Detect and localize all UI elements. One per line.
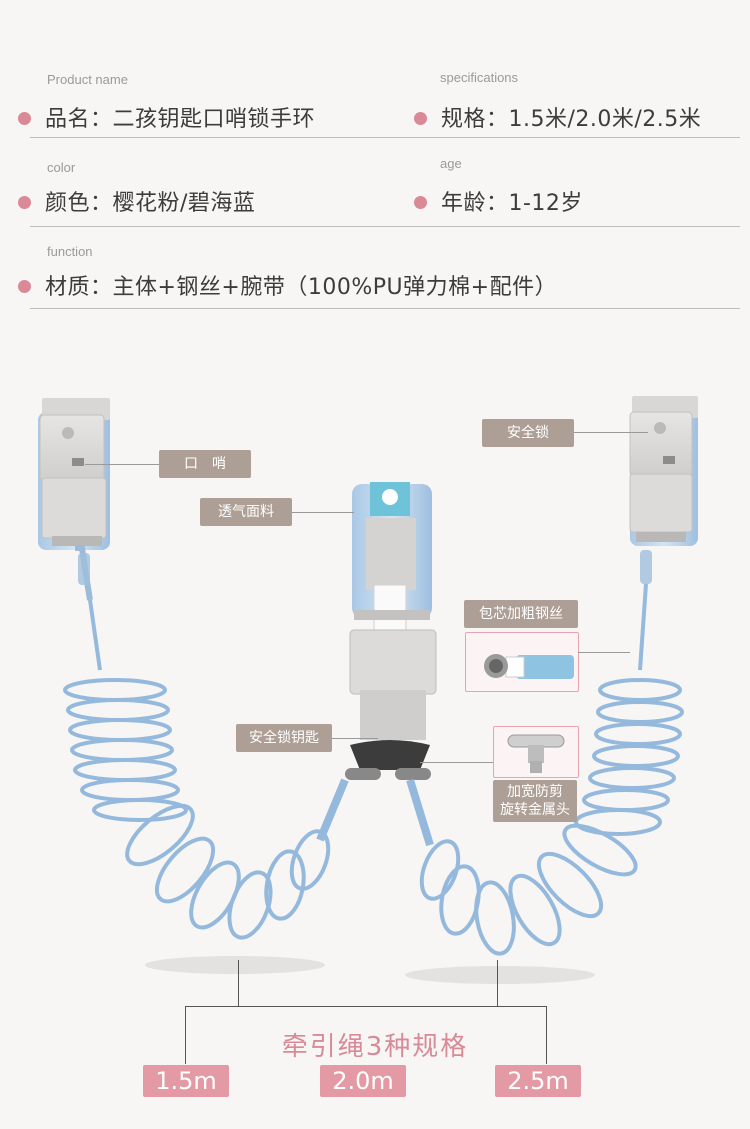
bullet-dot-icon: [414, 111, 427, 125]
callout-whistle: 口 哨: [159, 450, 251, 478]
callout-safety-lock: 安全锁: [482, 419, 574, 447]
divider: [30, 137, 740, 138]
size-tag-2-5m: 2.5m: [495, 1065, 581, 1097]
spec-color: 颜色：樱花粉/碧海蓝: [18, 185, 255, 217]
spec-function-sub: function: [47, 244, 93, 259]
left-wristband: [38, 398, 110, 601]
right-coil: [406, 583, 684, 956]
steel-wire-inset: [465, 632, 579, 692]
bullet-dot-icon: [18, 279, 31, 293]
steel-wire-icon: [484, 654, 574, 679]
spec-age: 年龄：1-12岁: [414, 185, 583, 217]
callout-metal-head-line2: 旋转金属头: [500, 802, 570, 818]
callout-breathable: 透气面料: [200, 498, 292, 526]
callout-metal-head-line1: 加宽防剪: [507, 784, 563, 800]
spec-product-name-sub: Product name: [47, 72, 128, 87]
divider: [30, 226, 740, 227]
spec-color-value: 颜色：樱花粉/碧海蓝: [45, 191, 256, 216]
leader-line: [578, 652, 630, 653]
leader-line: [292, 512, 354, 513]
spec-specifications: 规格：1.5米/2.0米/2.5米: [414, 101, 701, 133]
center-wristband: [345, 482, 437, 780]
size-tag-2-0m: 2.0m: [320, 1065, 406, 1097]
spec-function: 材质：主体+钢丝+腕带（100%PU弹力棉+配件）: [18, 269, 557, 301]
spec-color-sub: color: [47, 160, 76, 175]
right-wristband: [629, 396, 698, 584]
callout-metal-head: 加宽防剪 旋转金属头: [493, 780, 577, 822]
bracket-line: [185, 1006, 547, 1007]
bracket-line: [185, 1006, 186, 1064]
leader-line: [420, 762, 493, 763]
spec-product-name: 品名：二孩钥匙口哨锁手环: [18, 101, 315, 133]
bracket-line: [546, 1006, 547, 1064]
size-tag-1-5m: 1.5m: [143, 1065, 229, 1097]
product-illustration: [38, 396, 698, 984]
divider: [30, 308, 740, 309]
spec-specifications-sub: specifications: [440, 70, 519, 85]
left-coil: [63, 599, 349, 940]
leader-line: [85, 464, 159, 465]
spec-specifications-value: 规格：1.5米/2.0米/2.5米: [441, 107, 702, 132]
bullet-dot-icon: [414, 195, 427, 209]
callout-steel-wire: 包芯加粗钢丝: [464, 600, 578, 628]
spec-product-name-value: 品名：二孩钥匙口哨锁手环: [45, 107, 316, 132]
spec-function-value: 材质：主体+钢丝+腕带（100%PU弹力棉+配件）: [45, 275, 558, 300]
bracket-line: [238, 960, 239, 1006]
callout-lock-key: 安全锁钥匙: [236, 724, 332, 752]
bullet-dot-icon: [18, 195, 31, 209]
spec-age-sub: age: [440, 156, 462, 171]
bullet-dot-icon: [18, 111, 31, 125]
spec-age-value: 年龄：1-12岁: [441, 191, 583, 216]
bottom-title: 牵引绳3种规格: [281, 1032, 469, 1062]
metal-head-inset: [493, 726, 579, 778]
swivel-hook-icon: [507, 734, 565, 773]
leader-line: [574, 432, 648, 433]
bracket-line: [497, 960, 498, 1006]
leader-line: [332, 738, 378, 739]
